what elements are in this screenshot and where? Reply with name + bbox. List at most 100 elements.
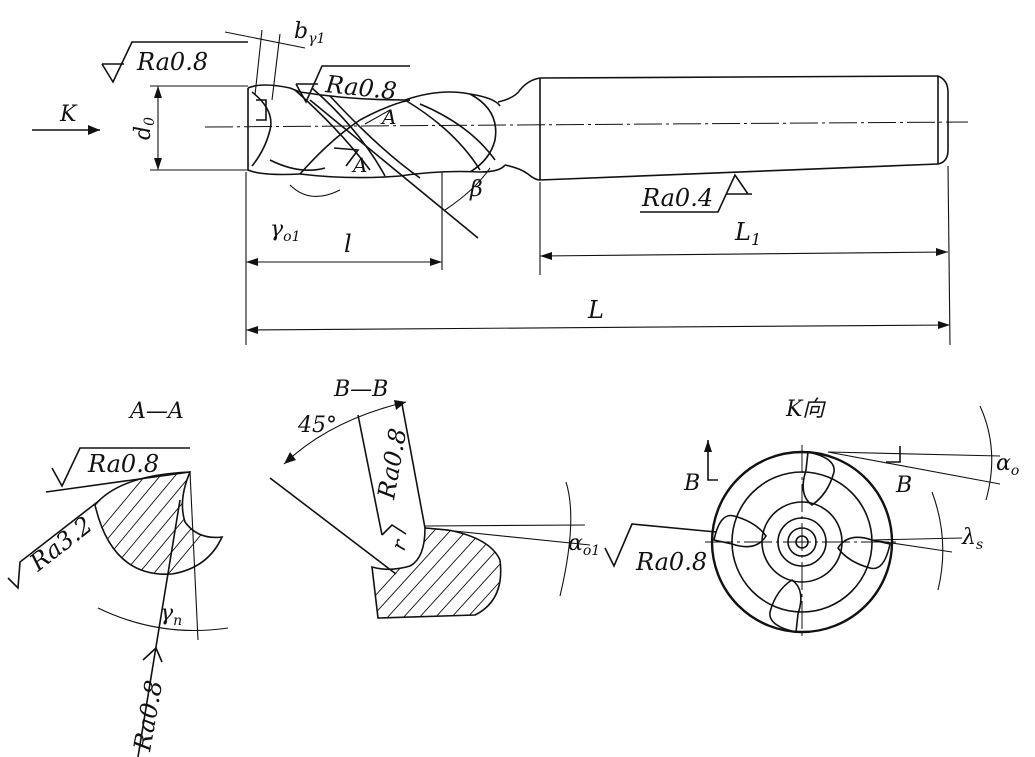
section-aa-profile bbox=[94, 471, 224, 575]
section-aa-mark-top bbox=[364, 109, 391, 125]
angle-bb-arrow-left bbox=[284, 452, 296, 464]
helix-angle-label: β bbox=[469, 177, 483, 202]
diameter-label-main: d bbox=[131, 126, 156, 140]
clearance-bb-label-sub: o1 bbox=[583, 543, 600, 559]
rake-angle-label-sub: o1 bbox=[283, 229, 300, 245]
shank-end-chamfer bbox=[937, 75, 949, 165]
main-view: K d0 Ra0.8 bγ1 bbox=[32, 19, 969, 346]
end-tooth-flat bbox=[256, 99, 267, 121]
inclination-k-label: λs bbox=[961, 525, 983, 553]
roughness-aa-top-leader bbox=[45, 471, 191, 493]
radius-bb-label: r bbox=[386, 535, 412, 554]
view-k: K向 B B αo λs bbox=[683, 397, 1019, 640]
diameter-arrow-bottom bbox=[154, 158, 162, 170]
clearance-k-arc bbox=[979, 405, 993, 501]
roughness-bb-right-symbol bbox=[604, 523, 717, 568]
diameter-label-sub: 0 bbox=[142, 117, 158, 126]
section-aa-cut-line bbox=[309, 99, 479, 239]
view-k-arrow-label: K bbox=[59, 102, 78, 127]
section-aa-mark-bottom bbox=[333, 147, 360, 167]
angle-bb-line bbox=[269, 477, 397, 575]
rake-angle-label-main: γ bbox=[270, 217, 284, 242]
flute-length-arrow-right bbox=[430, 258, 442, 266]
clearance-bb-label: αo1 bbox=[568, 531, 600, 559]
rake-angle-arc bbox=[289, 184, 341, 197]
angle-aa-label-sub: n bbox=[173, 613, 182, 629]
total-length-dimension-line bbox=[245, 324, 951, 331]
clearance-bb-label-main: α bbox=[568, 531, 583, 556]
end-tooth-edge bbox=[251, 91, 272, 167]
helix-edge-2 bbox=[311, 87, 386, 177]
section-aa-title: A—A bbox=[128, 399, 184, 424]
land-label: bγ1 bbox=[294, 19, 325, 47]
roughness-aa-bottom-label: Ra0.8 bbox=[128, 678, 168, 754]
shank-length-label: L1 bbox=[734, 218, 761, 249]
section-b-marker-left bbox=[707, 440, 718, 481]
tooth-top bbox=[802, 451, 835, 506]
rake-face-curve bbox=[269, 159, 326, 171]
main-center-line bbox=[204, 121, 969, 128]
section-b-label-right: B bbox=[895, 473, 912, 498]
section-mark-a-bottom: A bbox=[351, 153, 367, 177]
edge-bb-line bbox=[401, 403, 426, 529]
roughness-aa-top-symbol bbox=[51, 447, 190, 488]
rake-angle-label: γo1 bbox=[270, 217, 301, 245]
section-b-label-left: B bbox=[683, 471, 700, 496]
land-extension-a bbox=[254, 29, 263, 96]
inclination-k-label-sub: s bbox=[976, 537, 983, 553]
flute-length-label: l bbox=[344, 230, 352, 258]
shank-length-label-main: L bbox=[734, 218, 751, 246]
angle-bb-label: 45° bbox=[297, 413, 337, 438]
clearance-k-label-sub: o bbox=[1011, 463, 1019, 479]
shank-length-arrow-left bbox=[540, 252, 552, 260]
shank-length-arrow-right bbox=[936, 248, 948, 256]
section-b-marker-left-arrow bbox=[704, 440, 712, 452]
clearance-k-reference-line bbox=[827, 451, 1001, 457]
shank-length-extension-right bbox=[947, 165, 951, 346]
body-bottom-outline bbox=[299, 164, 506, 179]
view-k-arrowhead bbox=[88, 125, 100, 135]
section-mark-a-top: A bbox=[380, 105, 396, 129]
shank-top-edge bbox=[539, 75, 939, 79]
land-dimension-line bbox=[224, 31, 306, 49]
clearance-bb-arc bbox=[559, 481, 572, 597]
shank-bottom-edge bbox=[539, 163, 939, 181]
roughness-aa-bottom-leader bbox=[137, 499, 181, 757]
angle-bb-arc bbox=[283, 401, 407, 465]
land-label-main: b bbox=[294, 19, 308, 44]
roughness-bb-right-label: Ra0.8 bbox=[635, 548, 707, 576]
tooth-left bbox=[713, 514, 767, 548]
total-length-arrow-right bbox=[938, 321, 950, 329]
roughness-aa-left-symbol bbox=[7, 499, 101, 590]
section-b-marker-right bbox=[886, 446, 901, 463]
inclination-k-edge-line bbox=[871, 539, 953, 553]
total-length-arrow-left bbox=[246, 326, 258, 334]
roughness-symbol-end bbox=[101, 41, 248, 84]
angle-aa-reference-line bbox=[189, 471, 199, 641]
section-bb-hatching bbox=[372, 528, 501, 618]
view-k-title: K向 bbox=[785, 397, 826, 422]
neck-bottom bbox=[504, 164, 541, 181]
flute-length-arrow-left bbox=[246, 258, 258, 266]
shank-length-label-sub: 1 bbox=[751, 230, 761, 249]
roughness-shank-label: Ra0.4 bbox=[641, 184, 713, 212]
section-aa-view: A—A Ra0.8 Ra3.2 γn Ra0.8 bbox=[7, 399, 229, 757]
helix-edge-4 bbox=[404, 99, 481, 171]
clearance-k-label: αo bbox=[996, 451, 1019, 479]
helix-back-edge bbox=[299, 99, 411, 175]
clearance-k-label-main: α bbox=[996, 451, 1011, 476]
angle-bb-arrow-right bbox=[394, 400, 406, 410]
neck-top bbox=[497, 77, 541, 103]
roughness-end-label: Ra0.8 bbox=[136, 48, 208, 76]
roughness-aa-bottom-symbol bbox=[142, 646, 163, 663]
angle-aa-arc bbox=[97, 607, 229, 632]
roughness-aa-top-label: Ra0.8 bbox=[87, 450, 159, 478]
inclination-k-label-main: λ bbox=[961, 525, 976, 550]
land-label-sub: γ1 bbox=[308, 31, 325, 47]
view-k-title-text: K向 bbox=[785, 397, 826, 422]
helix-edge-5 bbox=[419, 103, 496, 161]
end-face-outline bbox=[247, 84, 301, 176]
tooth-bottom bbox=[769, 579, 802, 633]
total-length-label: L bbox=[587, 296, 604, 324]
